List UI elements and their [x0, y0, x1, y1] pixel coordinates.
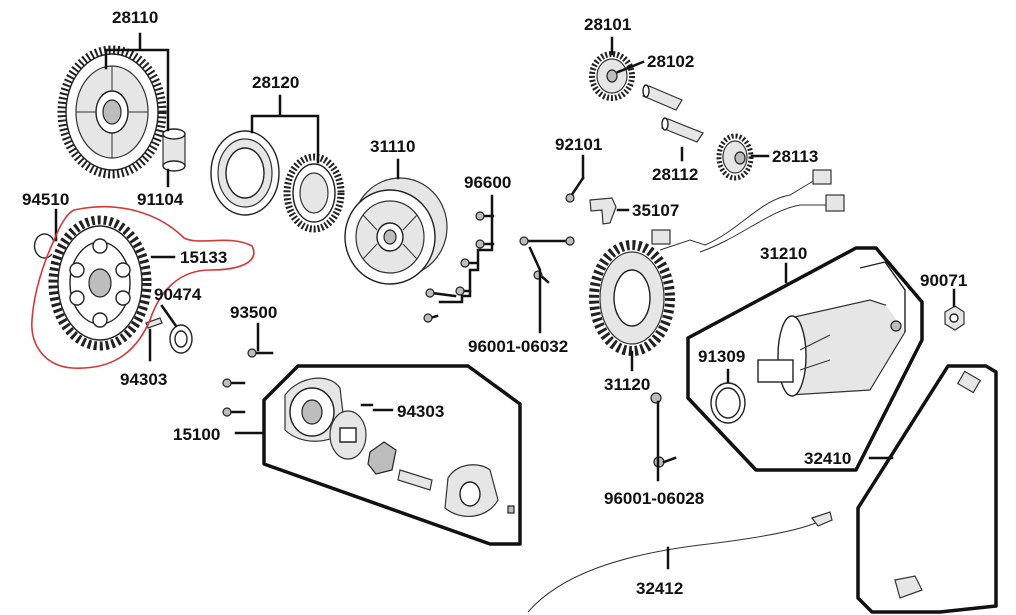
label-91104: 91104 — [137, 190, 184, 209]
label-31110: 31110 — [370, 137, 415, 156]
part-15133-oil-pump-gear — [48, 215, 152, 351]
label-28113: 28113 — [772, 147, 818, 166]
label-92101: 92101 — [555, 135, 602, 154]
label-96001-06032: 96001-06032 — [468, 337, 568, 356]
part-31110-flywheel — [344, 177, 448, 285]
part-96001-06028-bolts — [650, 392, 677, 468]
part-91309-o-ring — [710, 382, 746, 424]
label-90474: 90474 — [154, 285, 202, 304]
label-32412: 32412 — [636, 579, 683, 598]
part-28110-starter-gear — [57, 45, 167, 179]
part-92101-bolt — [565, 176, 585, 203]
part-35107-sensor — [589, 197, 617, 225]
label-28112: 28112 — [652, 165, 698, 184]
part-32412-cable — [527, 511, 833, 613]
label-96001-06028: 96001-06028 — [604, 489, 704, 508]
part-90071-nut — [944, 305, 965, 331]
part-93500-screws — [222, 348, 274, 417]
group-box-15100 — [262, 364, 522, 546]
part-31210-starter-motor — [757, 261, 906, 397]
label-96600: 96600 — [464, 173, 511, 192]
part-90474-washer — [169, 324, 193, 354]
part-labels: 28110 91104 28120 31110 28101 28102 9210… — [22, 8, 967, 598]
label-28110: 28110 — [112, 8, 158, 27]
label-31210: 31210 — [760, 244, 807, 263]
part-15100-oil-pump-assembly — [284, 377, 515, 517]
part-28120-one-way-clutch — [210, 130, 345, 233]
label-90071: 90071 — [920, 271, 967, 290]
label-32410: 32410 — [804, 449, 851, 468]
label-94510: 94510 — [22, 190, 69, 209]
label-91309: 91309 — [698, 347, 745, 366]
label-94303-left: 94303 — [120, 370, 167, 389]
group-box-31210 — [686, 246, 924, 472]
part-96001-06032-bolts — [519, 236, 575, 284]
label-31120: 31120 — [604, 375, 650, 394]
part-28102-shaft — [642, 84, 683, 111]
label-15100: 15100 — [173, 425, 220, 444]
part-32410-cable — [887, 370, 982, 599]
label-35107: 35107 — [632, 201, 679, 220]
part-91104-bushing — [162, 128, 186, 172]
label-94303-box: 94303 — [397, 402, 444, 421]
label-93500: 93500 — [230, 303, 277, 322]
part-28113-gear — [716, 133, 754, 181]
part-28112-shaft — [661, 117, 704, 143]
callout-lines — [54, 32, 956, 570]
group-box-32410 — [856, 364, 998, 614]
label-15133: 15133 — [180, 248, 227, 267]
part-31120-stator — [589, 169, 845, 356]
label-28101: 28101 — [584, 15, 631, 34]
label-28102: 28102 — [647, 52, 694, 71]
part-28101-idle-gear — [589, 51, 635, 101]
highlight-15133 — [31, 205, 255, 369]
part-96600-bolts — [423, 211, 495, 323]
label-28120: 28120 — [252, 73, 299, 92]
